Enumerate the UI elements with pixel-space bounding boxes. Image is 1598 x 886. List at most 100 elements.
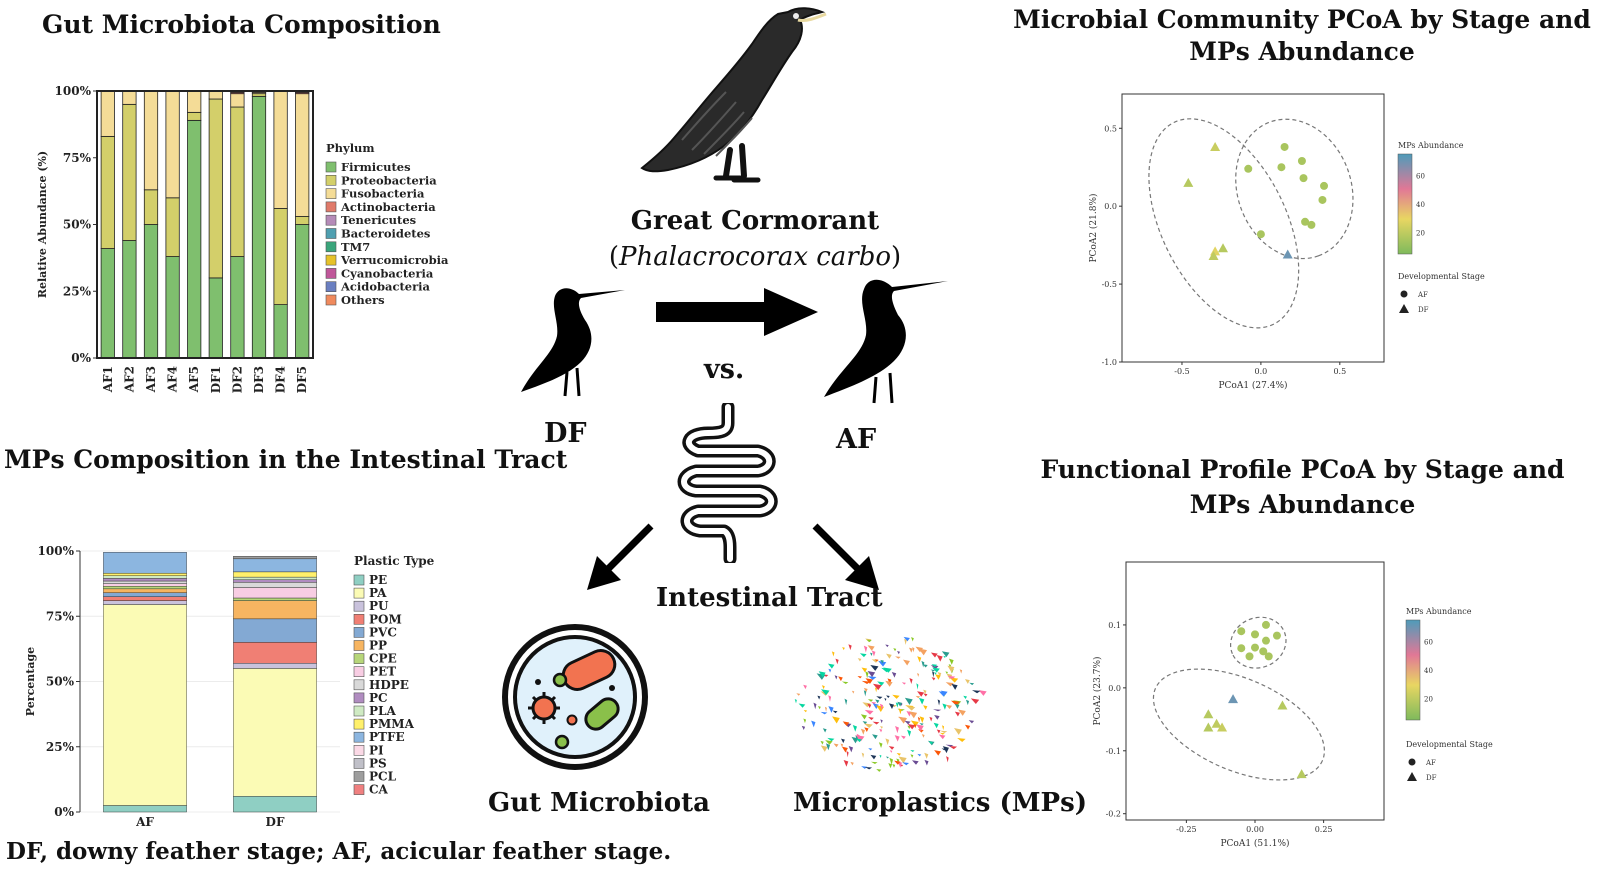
intestinal-tract-label: Intestinal Tract	[656, 583, 883, 613]
plastic-fragment	[851, 736, 859, 744]
y-axis-label: PCoA2 (23.7%)	[1092, 656, 1103, 725]
mps-composition-title: MPs Composition in the Intestinal Tract	[4, 445, 568, 474]
colorbar-tick-label: 40	[1424, 667, 1433, 675]
plastic-fragment	[931, 677, 936, 681]
plastic-fragment	[923, 689, 927, 695]
legend-label: Others	[341, 293, 385, 307]
plastic-fragment	[907, 724, 916, 730]
plastic-fragment	[934, 750, 942, 756]
legend-label: Proteobacteria	[341, 173, 437, 187]
x-tick-label: AF	[135, 815, 154, 829]
x-tick-label: AF1	[101, 366, 115, 393]
plastic-fragment	[862, 702, 871, 708]
bar-segment	[251, 93, 267, 97]
plastic-fragment	[817, 695, 821, 700]
plastic-fragment	[820, 711, 828, 715]
bar-segment	[233, 642, 317, 664]
colorbar-title: MPs Abundance	[1406, 607, 1472, 616]
legend-swatch	[353, 627, 365, 638]
plastic-fragment	[933, 709, 942, 712]
bar-segment	[233, 600, 317, 620]
legend-swatch	[325, 214, 337, 226]
df-label: DF	[544, 418, 587, 449]
bar-segment	[233, 579, 317, 583]
plastic-fragment	[843, 759, 849, 767]
legend-swatch	[325, 201, 337, 213]
plastic-fragment	[827, 737, 835, 742]
plastic-fragment	[861, 680, 871, 685]
point-af	[1237, 627, 1246, 636]
plastic-fragment	[924, 752, 929, 759]
plastic-fragment	[937, 699, 941, 706]
legend-label: PMMA	[369, 717, 415, 731]
plastic-fragment	[915, 695, 921, 699]
plastic-fragment	[937, 671, 942, 678]
colorbar	[1397, 153, 1413, 255]
microplastics-label: Microplastics (MPs)	[793, 788, 1088, 818]
x-tick-label: AF5	[187, 366, 201, 393]
legend-swatch	[353, 718, 365, 730]
plastic-fragment	[941, 651, 950, 658]
plastic-fragment	[934, 715, 940, 720]
y-tick-label: 25%	[63, 284, 92, 298]
plastic-fragment	[942, 703, 947, 710]
plastic-fragment	[867, 676, 877, 680]
plastic-fragment	[891, 671, 897, 678]
plastic-fragment	[822, 728, 827, 733]
bar-segment	[251, 95, 267, 359]
legend-swatch	[325, 188, 337, 199]
y-tick-label: 0%	[54, 805, 74, 819]
plastic-fragment	[928, 741, 933, 745]
bar-segment	[233, 558, 317, 573]
plastic-fragment	[935, 674, 941, 680]
plastic-fragment	[892, 763, 896, 768]
legend-swatch	[353, 758, 365, 769]
plastic-fragment	[841, 746, 848, 753]
point-af	[1244, 164, 1253, 173]
plastic-fragment	[963, 695, 968, 699]
shape-legend-label: DF	[1418, 306, 1429, 314]
plastic-fragment	[898, 756, 907, 764]
y-tick-label: 100%	[38, 544, 75, 558]
plastic-fragment	[803, 718, 807, 724]
plastic-fragment	[919, 716, 925, 724]
microbial-pcoa-title: Microbial Community PCoA by Stage and MP…	[1012, 4, 1592, 68]
plastic-fragment	[947, 665, 955, 673]
y-tick-label: -0.5	[1102, 280, 1117, 289]
plastic-fragment	[948, 745, 958, 750]
plastic-fragment	[842, 721, 850, 727]
plastic-fragment	[859, 653, 867, 658]
functional-pcoa-title-line1: Functional Profile PCoA by Stage and	[1040, 455, 1565, 484]
point-af	[1318, 195, 1327, 204]
plastic-fragment	[876, 769, 882, 772]
bar-segment	[208, 90, 223, 100]
plastic-fragment	[871, 650, 876, 657]
y-tick-label: 0%	[71, 351, 91, 365]
functional-pcoa-title: Functional Profile PCoA by Stage and MPs…	[1040, 452, 1565, 522]
colorbar-tick-label: 60	[1424, 638, 1433, 646]
bar-segment	[233, 597, 317, 601]
bar-segment	[208, 277, 223, 359]
point-df	[1217, 722, 1228, 732]
bar-segment	[103, 572, 187, 576]
plastic-fragment	[889, 757, 894, 765]
colorbar	[1405, 619, 1421, 721]
plot-frame	[1125, 561, 1385, 821]
x-tick-label: DF	[266, 815, 285, 829]
plastic-fragment	[878, 705, 881, 711]
plastic-fragment	[934, 672, 937, 675]
arrow-down-right-icon	[812, 523, 879, 590]
bar-segment	[233, 576, 317, 580]
legend-swatch	[353, 705, 365, 717]
plastic-fragment	[895, 726, 899, 734]
legend-swatch	[325, 294, 337, 306]
plastic-fragment	[932, 667, 940, 673]
plastic-fragment	[862, 721, 868, 725]
legend-label: PET	[369, 665, 396, 679]
plastic-fragment	[844, 698, 848, 706]
plastic-fragment	[896, 758, 900, 764]
plastic-fragment	[868, 716, 874, 721]
plastic-fragment	[917, 656, 922, 663]
plastic-fragment	[938, 734, 946, 740]
